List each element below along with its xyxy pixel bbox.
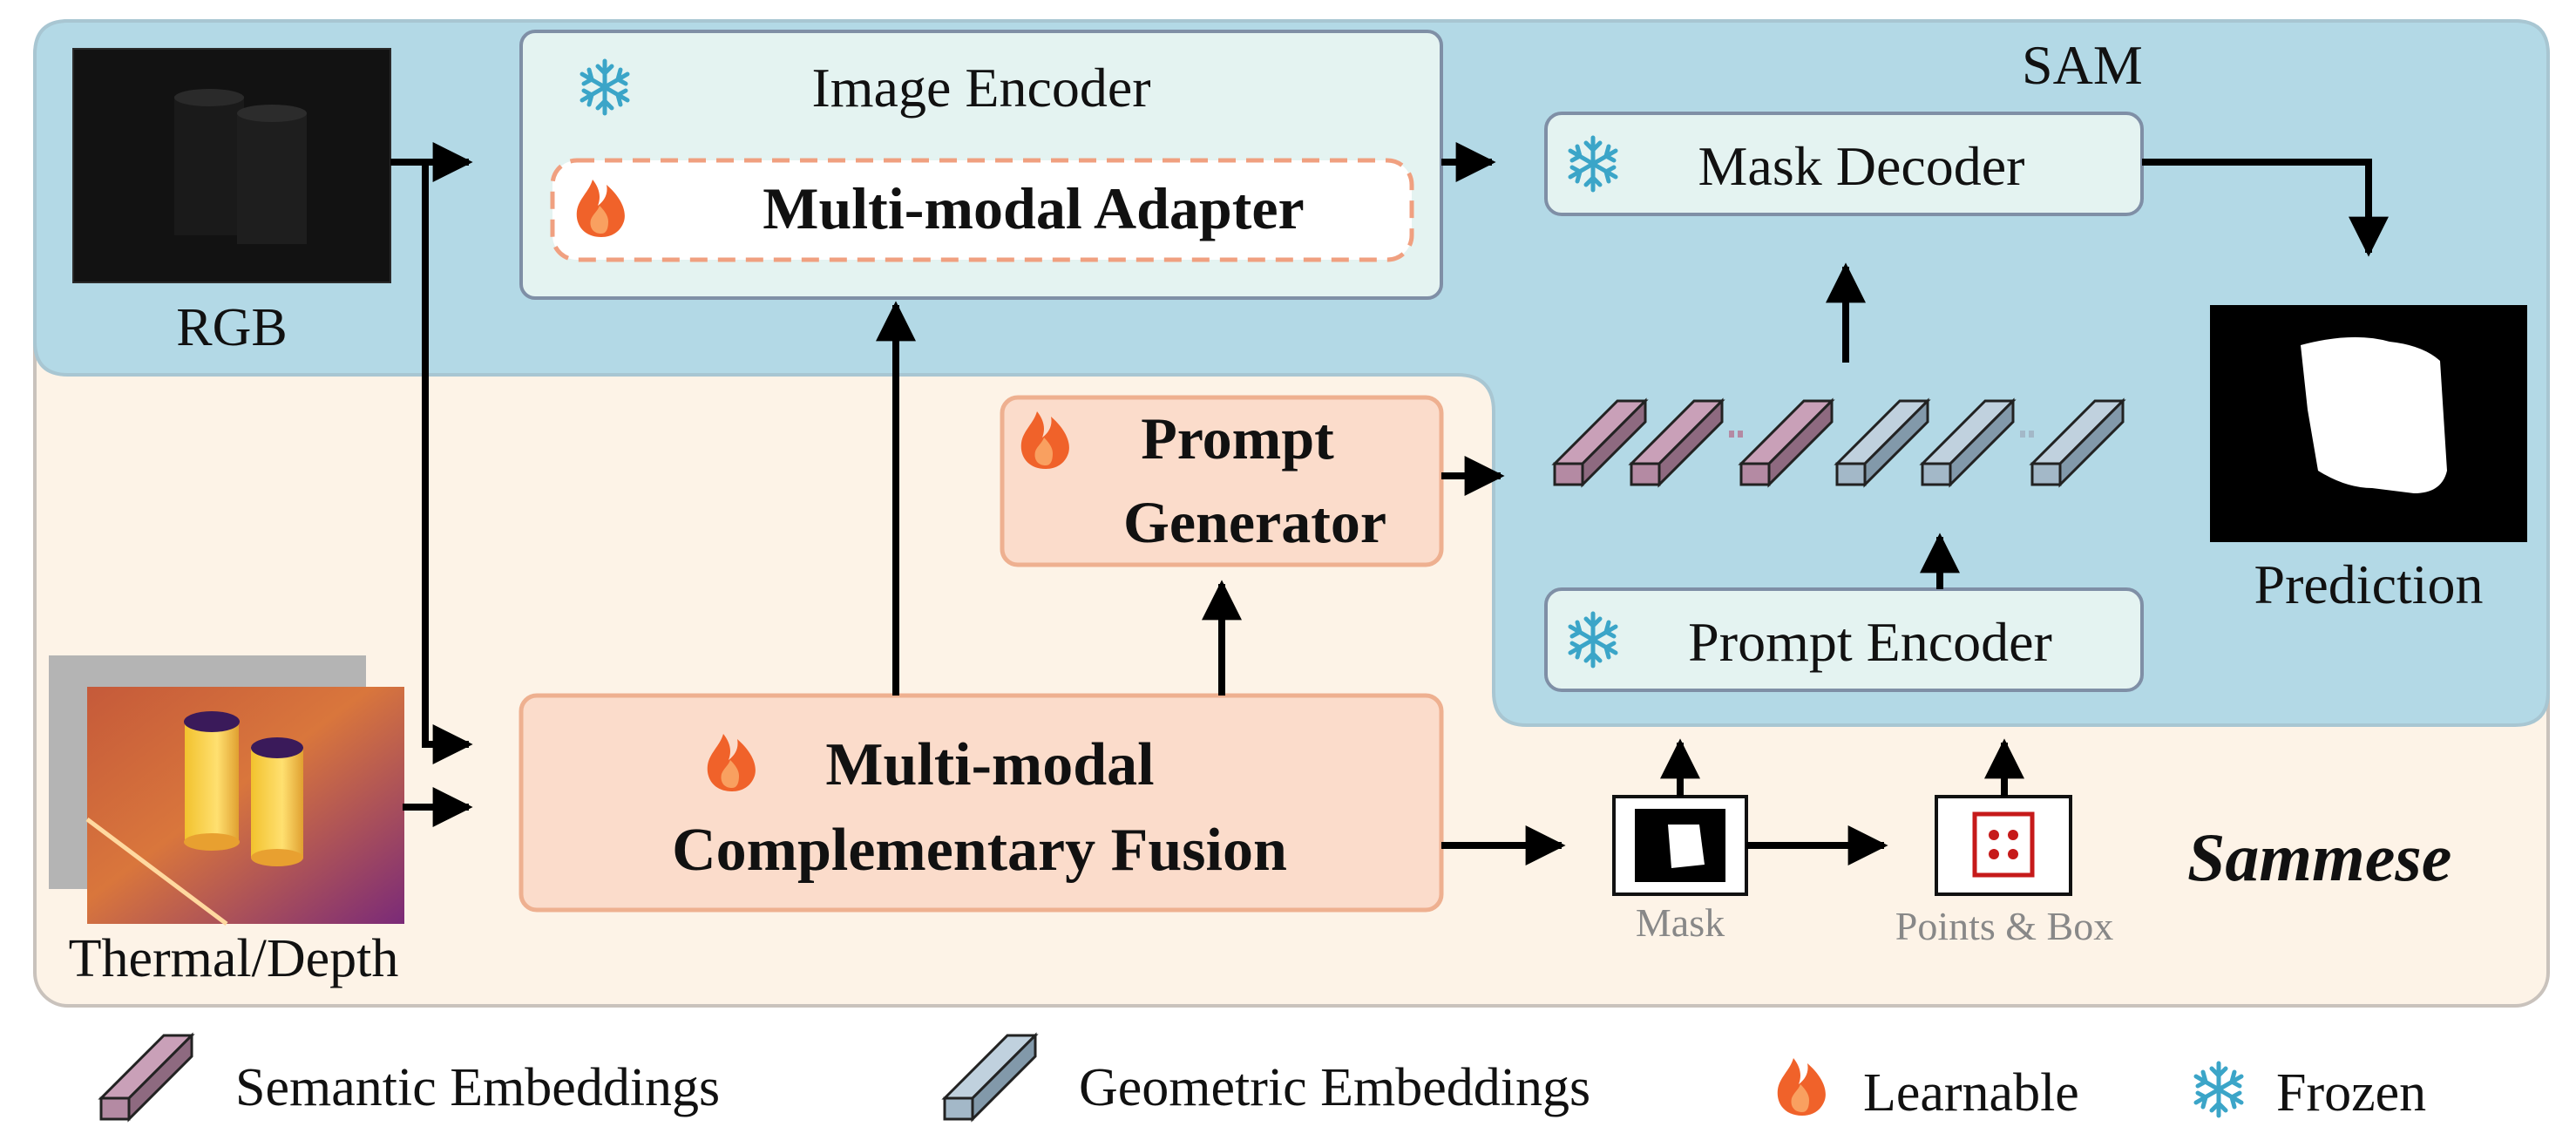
legend-semantic-swatch: [98, 1032, 195, 1123]
prompt-encoder-title: Prompt Encoder: [1688, 611, 2052, 673]
points-box-thumbnail: [1935, 795, 2072, 896]
rgb-label: RGB: [176, 298, 287, 357]
semantic-embedding-token: [1628, 397, 1725, 488]
prediction-image: [2210, 305, 2527, 542]
mask-decoder-title: Mask Decoder: [1698, 135, 2025, 197]
snowflake-icon: [2196, 1063, 2241, 1116]
arrow-rgb-to-fusion: [422, 162, 473, 764]
fusion-line2: Complementary Fusion: [672, 817, 1287, 884]
prompt-encoder-box: [1544, 587, 2144, 692]
prediction-label: Prediction: [2254, 553, 2483, 615]
legend: Semantic Embeddings Geometric Embeddings…: [98, 1032, 2426, 1123]
legend-semantic-label: Semantic Embeddings: [235, 1058, 720, 1117]
embedding-tokens: [1551, 397, 2126, 488]
thermal-depth-image: [49, 655, 404, 926]
points-box-label: Points & Box: [1895, 904, 2114, 948]
prompt-generator-line2: Generator: [1123, 489, 1386, 555]
multi-modal-adapter-label: Multi-modal Adapter: [763, 175, 1304, 241]
semantic-embedding-token: [1738, 397, 1835, 488]
sammese-label: Sammese: [2187, 819, 2451, 895]
prompt-generator-line1: Prompt: [1141, 405, 1334, 472]
flow-arrows: [390, 142, 2389, 865]
fusion-line1: Multi-modal: [825, 731, 1154, 798]
mask-label: Mask: [1636, 900, 1725, 945]
legend-geometric-label: Geometric Embeddings: [1079, 1058, 1590, 1117]
thermal-depth-label: Thermal/Depth: [69, 929, 399, 988]
sam-label: SAM: [2022, 34, 2143, 96]
legend-frozen-label: Frozen: [2276, 1063, 2426, 1123]
multi-modal-adapter-box: [550, 158, 1414, 262]
rgb-image: [72, 48, 391, 283]
legend-learnable-label: Learnable: [1863, 1063, 2079, 1123]
geometric-embedding-token: [1919, 397, 2017, 488]
image-encoder-title: Image Encoder: [811, 57, 1150, 119]
prompt-generator-box: [1000, 395, 1444, 567]
fusion-box: [519, 693, 1444, 913]
mask-thumbnail: [1612, 795, 1748, 896]
arrow-decoder-to-prediction: [2142, 159, 2389, 257]
geometric-embedding-token: [1834, 397, 1931, 488]
geometric-embedding-token: [2029, 397, 2126, 488]
flame-icon: [1777, 1058, 1826, 1116]
semantic-embedding-token: [1551, 397, 1649, 488]
legend-geometric-swatch: [941, 1032, 1039, 1123]
